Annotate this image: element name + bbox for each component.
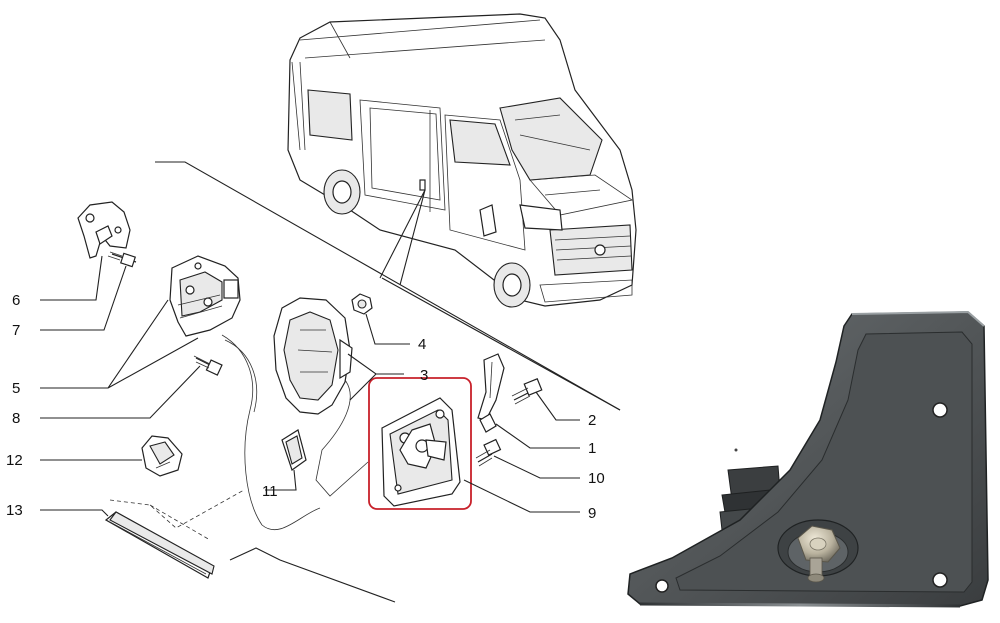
part-8-screw bbox=[193, 355, 223, 376]
callout-10: 10 bbox=[588, 470, 605, 487]
callout-8: 8 bbox=[12, 410, 20, 427]
part-2-screw bbox=[511, 378, 543, 405]
callout-7: 7 bbox=[12, 322, 20, 339]
part-10-screw bbox=[475, 438, 502, 467]
section-line-lower bbox=[229, 547, 396, 603]
part-5-lock bbox=[169, 255, 241, 337]
van-illustration bbox=[287, 13, 637, 308]
highlight-box bbox=[368, 377, 472, 510]
callout-2: 2 bbox=[588, 412, 596, 429]
part-12-clip bbox=[141, 435, 183, 477]
callout-11: 11 bbox=[262, 483, 278, 500]
part-6-bracket bbox=[77, 201, 131, 259]
lock-cable bbox=[221, 334, 321, 531]
product-photo-bracket-plate bbox=[627, 310, 989, 608]
callout-3: 3 bbox=[420, 367, 428, 384]
leader-lines bbox=[40, 255, 580, 517]
handle-cable bbox=[315, 379, 369, 497]
part-11-plate bbox=[281, 429, 307, 471]
callout-12: 12 bbox=[6, 452, 23, 469]
section-line-upper bbox=[155, 161, 621, 411]
part-9-mechanism bbox=[381, 397, 461, 507]
part-13-strip bbox=[104, 511, 215, 579]
callout-9: 9 bbox=[588, 505, 596, 522]
part-1-lever bbox=[477, 353, 505, 433]
callout-13: 13 bbox=[6, 502, 23, 519]
part-13-pointer bbox=[109, 489, 245, 541]
callout-1: 1 bbox=[588, 440, 596, 457]
part-4-nut bbox=[351, 293, 373, 315]
section-line-mid bbox=[381, 277, 621, 411]
callout-5: 5 bbox=[12, 380, 20, 397]
callout-4: 4 bbox=[418, 336, 426, 353]
callout-6: 6 bbox=[12, 292, 20, 309]
part-7-screw bbox=[107, 251, 137, 268]
van-pointer-lines bbox=[379, 189, 426, 286]
part-3-handle bbox=[273, 297, 353, 415]
